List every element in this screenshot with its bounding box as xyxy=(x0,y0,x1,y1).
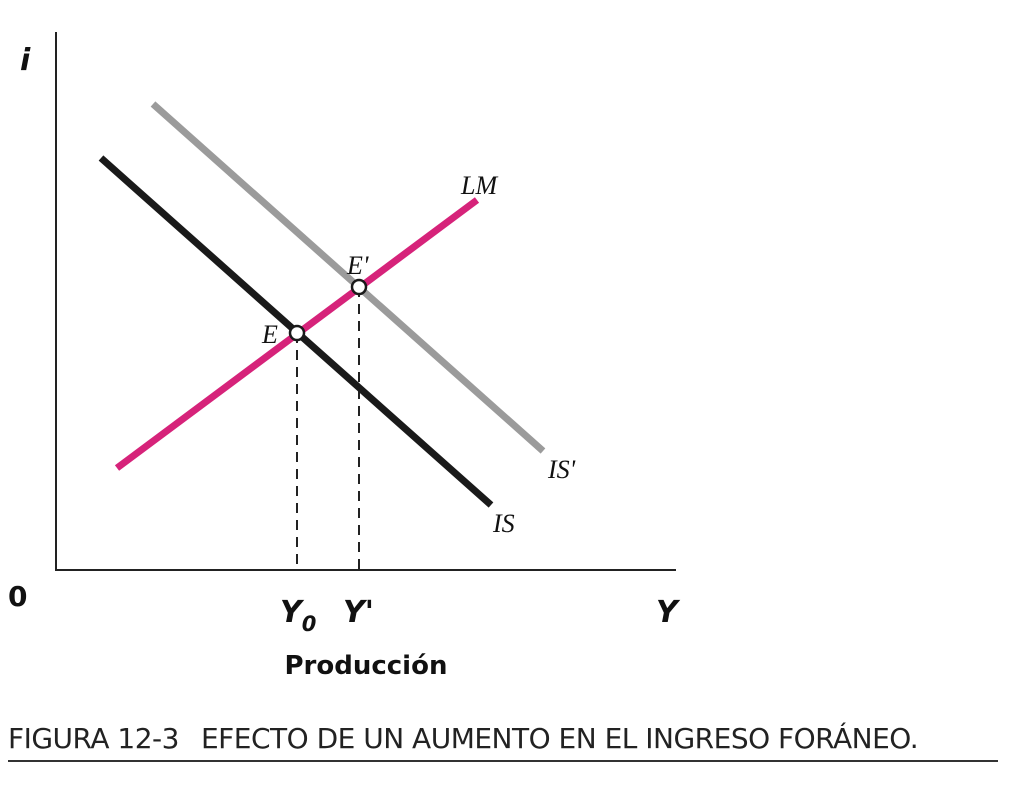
point-e-label: E xyxy=(261,320,278,349)
x-axis-title: Producción xyxy=(285,651,448,681)
origin-label: 0 xyxy=(8,580,27,613)
figure-caption: FIGURA 12-3 EFECTO DE UN AUMENTO EN EL IN… xyxy=(8,722,1000,755)
is-prime-label: IS' xyxy=(547,455,576,484)
figure-number: FIGURA 12-3 xyxy=(8,722,179,755)
point-e-prime-label: E' xyxy=(346,251,369,280)
x-axis-label: Y xyxy=(656,595,681,630)
equilibrium-point-e-prime xyxy=(350,278,368,296)
caption-underline xyxy=(8,760,998,762)
figure-title: EFECTO DE UN AUMENTO EN EL INGRESO FORÁN… xyxy=(200,722,919,755)
y-prime-tick-label: Y' xyxy=(343,595,374,630)
is-prime-curve xyxy=(150,101,546,454)
y0-tick-label: Y0 xyxy=(280,595,316,636)
equilibrium-point-e xyxy=(288,324,306,342)
y-axis-label: i xyxy=(20,43,31,78)
y0-subscript: 0 xyxy=(302,612,317,636)
lm-label: LM xyxy=(460,171,498,200)
is-label: IS xyxy=(492,509,515,538)
